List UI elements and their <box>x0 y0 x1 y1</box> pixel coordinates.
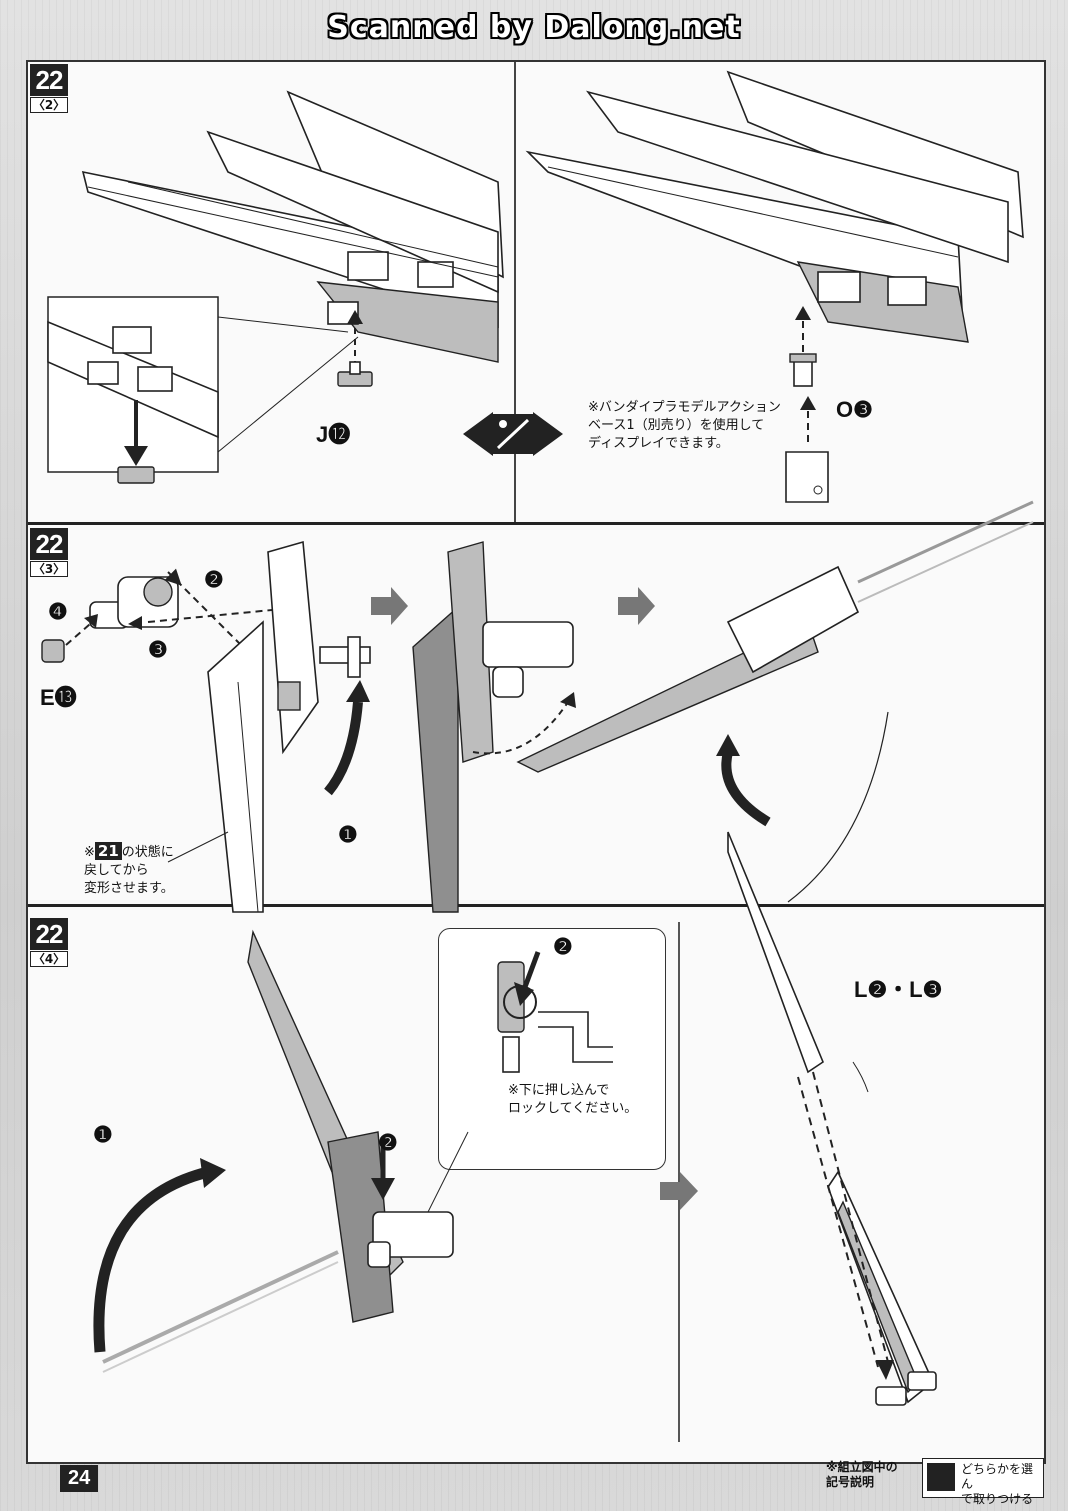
note-body: の状態に 戻してから 変形させます。 <box>84 845 174 896</box>
legend-choose-text: どちらかを選ん で取りつける <box>961 1462 1034 1506</box>
step-badge-22-2: 22 〈2〉 <box>30 64 68 113</box>
step-ref-21: 21 <box>94 842 122 860</box>
number-marker-3: ❸ <box>148 637 168 662</box>
instruction-sheet: 22 〈2〉 <box>26 60 1046 1464</box>
sword-large-rotate <box>93 929 469 1373</box>
number-marker-1: ❶ <box>338 822 358 847</box>
sword-diagonal <box>516 500 1034 903</box>
flow-arrow-3 <box>660 1172 698 1210</box>
step-number: 22 <box>30 918 68 950</box>
hand-assembly <box>41 568 304 663</box>
part-o3-drawing <box>785 306 829 503</box>
number-marker-2: ❷ <box>204 567 224 592</box>
part-label-l2-l3: L❷・L❸ <box>854 977 943 1002</box>
sword-assembly-right <box>525 70 1024 343</box>
legend-choose-one: どちらかを選ん で取りつける <box>922 1458 1044 1506</box>
note-push-lock: ※下に押し込んで ロックしてください。 <box>508 1083 638 1116</box>
divider-middle <box>28 904 1044 907</box>
sword-pair-l2-l3 <box>727 831 937 1406</box>
step-subnumber: 〈4〉 <box>30 951 68 967</box>
push-lock-callout <box>438 928 666 1170</box>
diagram-step-22-2 <box>47 70 1024 503</box>
part-label-e13: E⓭ <box>40 685 77 710</box>
number-marker-2c: ❷ <box>553 934 573 959</box>
diagram-step-22-4 <box>93 831 937 1406</box>
step-number: 22 <box>30 528 68 560</box>
sword-vertical-1 <box>207 540 371 913</box>
number-marker-1b: ❶ <box>93 1122 113 1147</box>
sword-assembly-left <box>81 90 504 363</box>
number-marker-2b: ❷ <box>378 1130 398 1155</box>
flow-arrow-2 <box>618 587 655 625</box>
note-action-base: ※バンダイプラモデルアクション ベース1（別売り）を使用して ディスプレイできま… <box>588 400 781 451</box>
divider-vertical-top <box>514 62 516 522</box>
page-number: 24 <box>60 1465 99 1492</box>
step-number: 22 <box>30 64 68 96</box>
legend-title: ※組立図中の 記号説明 <box>826 1460 898 1489</box>
diagram-step-22-3 <box>41 500 1034 913</box>
callout-detail <box>497 951 613 1073</box>
part-label-o3: O❸ <box>836 397 873 422</box>
step-badge-22-4: 22 〈4〉 <box>30 918 68 967</box>
flow-arrow-1 <box>371 587 408 625</box>
part-j12-drawing <box>337 310 373 387</box>
divider-top <box>28 522 1044 525</box>
step-badge-22-3: 22 〈3〉 <box>30 528 68 577</box>
zoom-inset <box>47 296 359 484</box>
sword-vertical-2 <box>412 541 576 913</box>
either-or-icon <box>927 1463 955 1491</box>
step-subnumber: 〈2〉 <box>30 97 68 113</box>
number-marker-4: ❹ <box>48 599 68 624</box>
either-or-symbol <box>463 412 563 456</box>
scan-watermark: Scanned by Dalong.net <box>327 10 741 45</box>
step-subnumber: 〈3〉 <box>30 561 68 577</box>
part-label-j12: J⓬ <box>316 422 351 447</box>
note-prefix: ※ <box>84 845 95 860</box>
